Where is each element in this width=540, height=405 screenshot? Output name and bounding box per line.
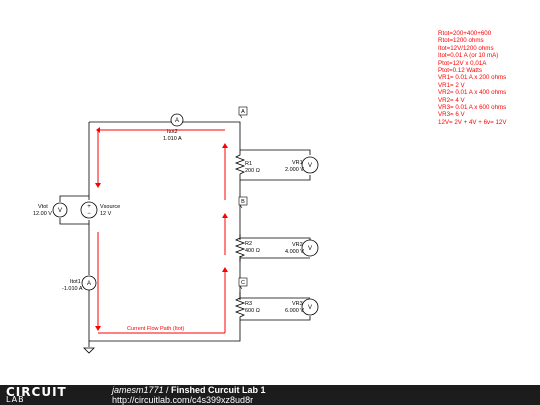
footer-bar: CIRCUIT LAB jamesm1771 / Finshed Curcuit… bbox=[0, 385, 540, 405]
voltmeter-vr1: V VR1 2.000 V bbox=[285, 156, 319, 174]
ground-symbol bbox=[83, 347, 95, 354]
note-line: Rtot=1200 ohms bbox=[438, 37, 484, 45]
node-a-label: A bbox=[241, 109, 245, 115]
vr3-symbol: V bbox=[308, 305, 312, 311]
vr1-value: 2.000 V bbox=[285, 167, 304, 173]
r1-value: 200 Ω bbox=[245, 168, 260, 174]
ammeter-itot2-symbol: A bbox=[175, 118, 179, 124]
current-flow-label: Current Flow Path (Itot) bbox=[127, 326, 184, 332]
footer-title-line: jamesm1771 / Finshed Curcuit Lab 1 bbox=[112, 385, 266, 395]
vr2-value: 4.000 V bbox=[285, 249, 304, 255]
resistor-r1: R1 200 Ω bbox=[234, 150, 260, 180]
note-line: VR3= 6 V bbox=[438, 111, 465, 119]
vr2-symbol: V bbox=[308, 246, 312, 252]
vr1-label: VR1 bbox=[292, 160, 303, 166]
vsource-label: Vsource bbox=[100, 204, 120, 210]
resistor-r2: R2 400 Ω bbox=[234, 234, 260, 262]
circuit-wires bbox=[59, 121, 311, 347]
vr2-label: VR2 bbox=[292, 242, 303, 248]
note-line: Ptot=0.12 Watts bbox=[438, 67, 482, 75]
note-line: VR1= 0.01 A x 200 ohms bbox=[438, 74, 507, 82]
note-line: Ptot=12V x 0.01A bbox=[438, 59, 487, 67]
note-line: VR2= 4 V bbox=[438, 96, 465, 104]
node-b-label: B bbox=[241, 199, 245, 205]
vr3-label: VR3 bbox=[292, 301, 303, 307]
r2-value: 400 Ω bbox=[245, 248, 260, 254]
note-line: Itot=0.01 A (or 10 mA) bbox=[438, 52, 499, 60]
note-line: Rtot=200+400+600 bbox=[438, 30, 492, 37]
circuit-title: Finshed Curcuit Lab 1 bbox=[171, 385, 266, 395]
r3-value: 600 Ω bbox=[245, 308, 260, 314]
circuit-schematic: A Itot2 1.010 A V Vtot 12.00 V + − Vsour… bbox=[33, 106, 319, 354]
itot2-value: 1.010 A bbox=[163, 136, 182, 142]
circuitlab-logo-lab: LAB bbox=[6, 395, 25, 404]
r1-label: R1 bbox=[245, 161, 252, 167]
itot1-label: Itot1 bbox=[70, 279, 81, 285]
svg-text:+: + bbox=[87, 204, 91, 210]
resistor-r3: R3 600 Ω bbox=[234, 292, 260, 320]
voltmeter-vtot: V Vtot 12.00 V bbox=[33, 202, 68, 218]
vtot-label: Vtot bbox=[38, 204, 48, 210]
node-labels: A B C bbox=[238, 106, 248, 290]
svg-text:−: − bbox=[87, 211, 91, 217]
circuitlab-logo: CIRCUIT bbox=[6, 385, 67, 399]
itot1-symbol: A bbox=[87, 281, 91, 287]
note-line: VR1= 2 V bbox=[438, 81, 465, 89]
note-line: 12V= 2V + 4V + 6v= 12V bbox=[438, 118, 507, 126]
circuit-url[interactable]: http://circuitlab.com/c4s399xz8ud8r bbox=[112, 395, 254, 405]
voltmeter-vr3: V VR3 6.000 V bbox=[285, 298, 319, 316]
node-c-label: C bbox=[241, 280, 245, 286]
vtot-symbol: V bbox=[58, 208, 62, 214]
voltage-source: + − Vsource 12 V bbox=[80, 201, 120, 219]
itot2-label: Itot2 bbox=[167, 129, 178, 135]
itot1-value: -1.010 A bbox=[62, 286, 83, 292]
r3-label: R3 bbox=[245, 301, 252, 307]
ammeter-itot2: A Itot2 1.010 A bbox=[163, 113, 184, 142]
note-line: Itot=12V/1200 ohms bbox=[438, 44, 494, 52]
vsource-value: 12 V bbox=[100, 211, 112, 217]
note-line: VR2= 0.01 A x 400 ohms bbox=[438, 89, 507, 97]
note-line: VR3= 0.01 A x 600 ohms bbox=[438, 104, 507, 112]
current-flow-path bbox=[95, 127, 228, 334]
r2-label: R2 bbox=[245, 241, 252, 247]
author-name[interactable]: jamesm1771 bbox=[112, 385, 164, 395]
vtot-value: 12.00 V bbox=[33, 211, 52, 217]
vr3-value: 6.000 V bbox=[285, 308, 304, 314]
ammeter-itot1: A Itot1 -1.010 A bbox=[62, 275, 97, 292]
voltmeter-vr2: V VR2 4.000 V bbox=[285, 239, 319, 257]
vr1-symbol: V bbox=[308, 163, 312, 169]
